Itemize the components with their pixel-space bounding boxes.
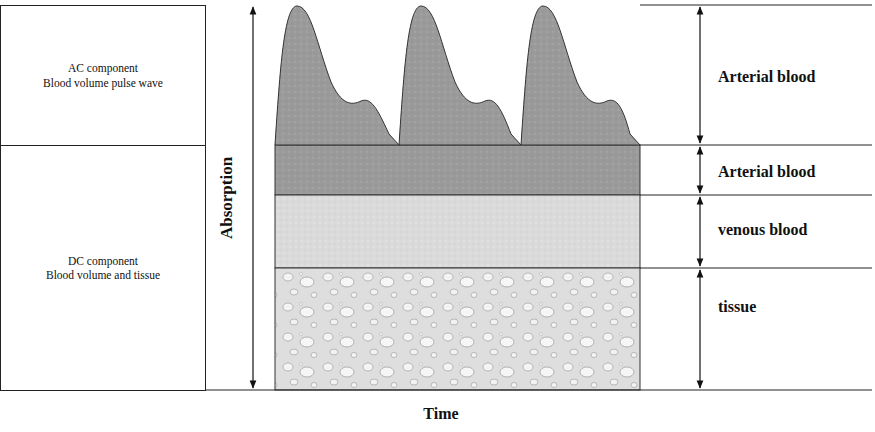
cell-text: DC component bbox=[68, 254, 138, 268]
axis-label: Absorption bbox=[217, 157, 237, 239]
venous-band bbox=[275, 195, 640, 268]
axis-label: Time bbox=[423, 405, 458, 423]
guide-lines bbox=[205, 5, 872, 390]
cell-text: AC component bbox=[68, 61, 138, 75]
pulse-wave bbox=[275, 6, 399, 145]
arterial-band bbox=[275, 145, 640, 195]
table-cell: AC componentBlood volume pulse wave bbox=[0, 5, 206, 146]
cell-text: Blood volume pulse wave bbox=[43, 76, 163, 90]
cell-text: Blood volume and tissue bbox=[46, 268, 160, 282]
tissue-band bbox=[275, 268, 640, 390]
pulse-waves bbox=[275, 6, 640, 145]
table-cell: DC componentBlood volume and tissue bbox=[0, 145, 206, 391]
layer-label: tissue bbox=[718, 298, 756, 316]
layer-label: Arterial blood bbox=[718, 163, 815, 181]
layer-label: Arterial blood bbox=[718, 68, 815, 86]
layer-label: venous blood bbox=[718, 221, 807, 239]
pulse-wave bbox=[521, 6, 640, 145]
dimension-arrows bbox=[253, 7, 700, 388]
pulse-wave bbox=[399, 6, 521, 145]
